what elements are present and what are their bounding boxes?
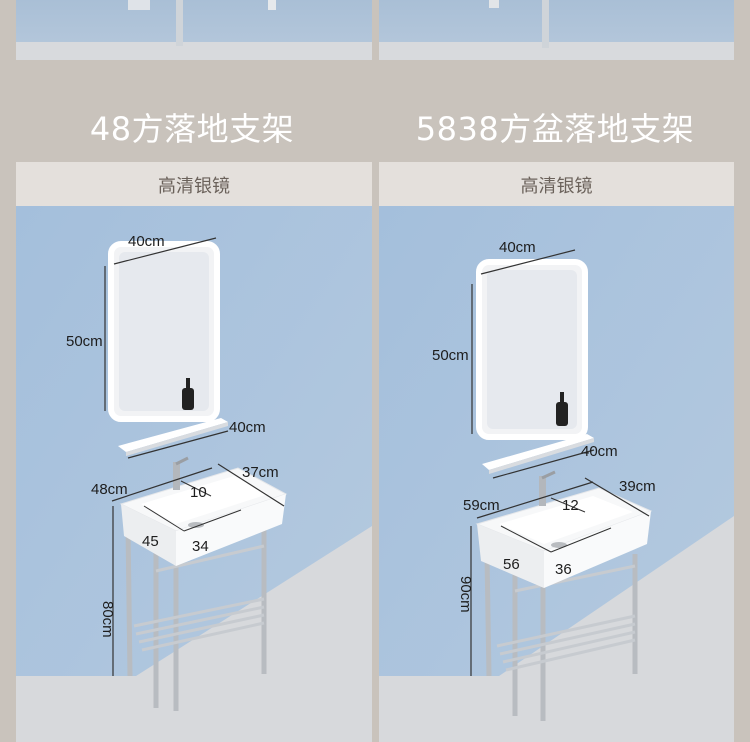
right-mirror-width-label: 40cm — [499, 239, 536, 256]
right-inner-width-label: 36 — [555, 561, 572, 578]
right-shelf-width-label: 40cm — [581, 443, 618, 460]
left-subtitle-band — [16, 162, 372, 206]
right-subtitle-band — [379, 162, 734, 206]
left-mirror-width-label: 40cm — [128, 233, 165, 250]
right-inner-length-label: 56 — [503, 556, 520, 573]
left-mirror-height-label: 50cm — [66, 333, 103, 350]
right-stand-height-label: 90cm — [457, 576, 474, 613]
left-inner-length-label: 45 — [142, 533, 159, 550]
right-faucet-hole-label: 12 — [562, 497, 579, 514]
left-shelf-width-label: 40cm — [229, 419, 266, 436]
top-photo-left — [16, 0, 372, 60]
left-product-title: 48方落地支架 — [89, 110, 295, 148]
left-product-photo: 40cm 50cm 40cm — [16, 206, 372, 742]
right-basin-width-label: 59cm — [463, 497, 500, 514]
left-subtitle: 高清银镜 — [158, 176, 230, 197]
right-basin-depth-label: 39cm — [619, 478, 656, 495]
left-stand-height-label: 80cm — [99, 601, 116, 638]
right-product-title: 5838方盆落地支架 — [415, 110, 695, 148]
right-product-photo: 40cm 50cm 40cm — [379, 206, 734, 742]
left-faucet-hole-label: 10 — [190, 484, 207, 501]
left-basin-depth-label: 37cm — [242, 464, 279, 481]
left-basin — [119, 456, 288, 566]
right-basin — [475, 470, 653, 588]
right-mirror-height-label: 50cm — [432, 347, 469, 364]
top-photo-right — [379, 0, 734, 60]
right-subtitle: 高清银镜 — [520, 176, 593, 197]
title-band — [0, 75, 750, 167]
left-inner-width-label: 34 — [192, 538, 209, 555]
left-basin-width-label: 48cm — [91, 481, 128, 498]
